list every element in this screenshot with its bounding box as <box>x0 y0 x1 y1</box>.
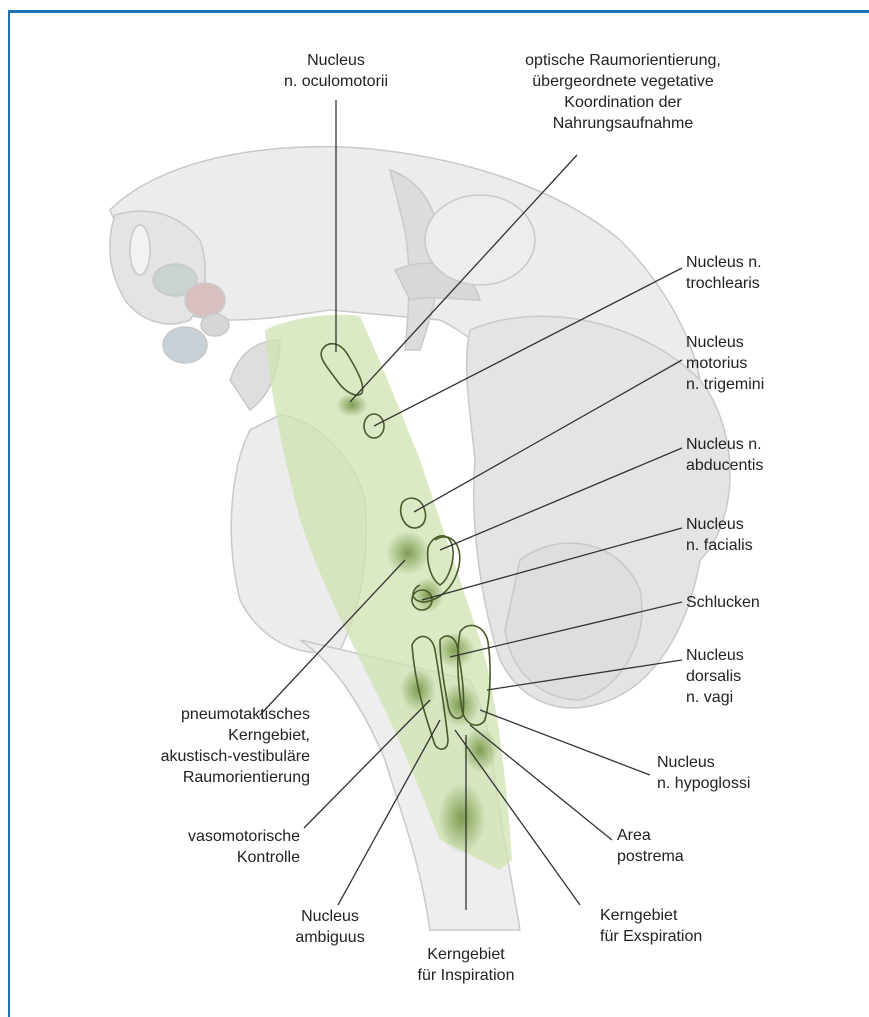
label-vasomotorische-kontrolle: vasomotorische Kontrolle <box>150 826 300 868</box>
label-pneumotaktisches-kerngebiet: pneumotaktisches Kerngebiet, akustisch-v… <box>90 704 310 788</box>
label-area-postrema: Area postrema <box>617 825 757 867</box>
label-kerngebiet-inspiration: Kerngebiet für Inspiration <box>396 944 536 986</box>
label-kerngebiet-exspiration: Kerngebiet für Exspiration <box>600 905 760 947</box>
label-nucleus-trochlearis: Nucleus n. trochlearis <box>686 252 826 294</box>
label-optische-raumorientierung: optische Raumorientierung, übergeordnete… <box>493 50 753 134</box>
label-nucleus-oculomotorii: Nucleus n. oculomotorii <box>276 50 396 92</box>
label-schlucken: Schlucken <box>686 592 826 613</box>
label-nucleus-motorius-trigemini: Nucleus motorius n. trigemini <box>686 332 826 395</box>
label-nucleus-ambiguus: Nucleus ambiguus <box>270 906 390 948</box>
label-nucleus-hypoglossi: Nucleus n. hypoglossi <box>657 752 817 794</box>
label-nucleus-dorsalis-vagi: Nucleus dorsalis n. vagi <box>686 645 826 708</box>
label-nucleus-facialis: Nucleus n. facialis <box>686 514 826 556</box>
label-nucleus-abducentis: Nucleus n. abducentis <box>686 434 826 476</box>
